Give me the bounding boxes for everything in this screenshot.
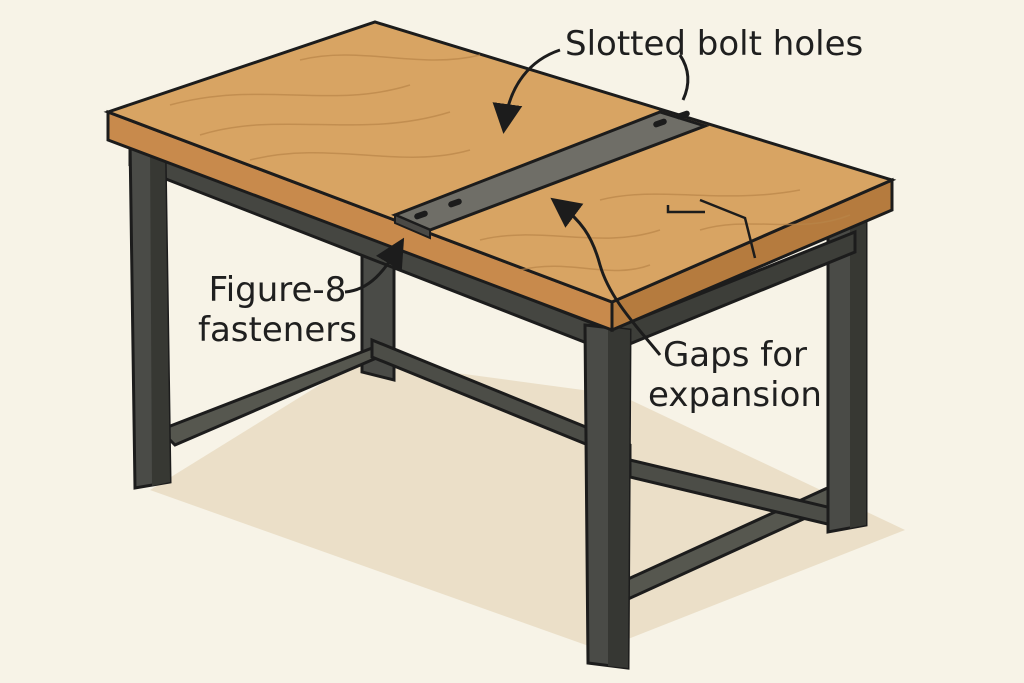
arrow-slotted-tail <box>678 54 690 101</box>
arrow-slotted <box>492 48 561 134</box>
tabletop-surface <box>103 20 897 304</box>
label-gaps-line1: Gaps for <box>662 335 807 375</box>
label-slotted-bolt-holes: Slotted bolt holes <box>565 24 863 64</box>
wood-grain <box>169 54 851 272</box>
arrow-gaps <box>550 197 662 356</box>
label-gaps-line2: expansion <box>648 375 822 415</box>
label-figure8-line1: Figure-8 <box>208 270 347 310</box>
expansion-gap <box>699 198 757 259</box>
slotted-holes <box>414 110 690 220</box>
floor-shadow <box>150 360 905 650</box>
label-slotted-bolt-holes-text: Slotted bolt holes <box>565 24 864 64</box>
arrow-figure8 <box>344 237 405 294</box>
label-figure8-fasteners: Figure-8 fasteners <box>198 270 357 350</box>
label-gaps-for-expansion: Gaps for expansion <box>648 335 822 415</box>
label-figure8-line2: fasteners <box>198 310 357 350</box>
